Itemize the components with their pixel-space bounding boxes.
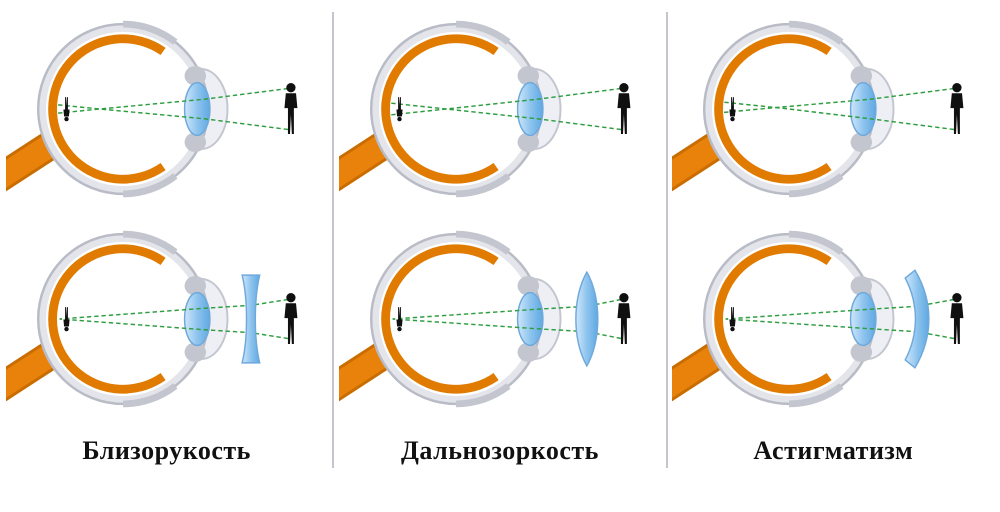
column-divider — [332, 12, 334, 468]
condition-label-hyperopia: Дальнозоркость — [401, 436, 599, 465]
condition-label-myopia: Близорукость — [82, 436, 251, 465]
person-silhouette — [950, 293, 964, 345]
hyperopia-uncorrected-diagram — [339, 10, 631, 208]
condition-label-astigmatism: Астигматизм — [753, 436, 914, 465]
astigmatism-corrected-diagram — [672, 220, 964, 418]
light-rays — [725, 298, 955, 340]
light-rays — [392, 298, 622, 340]
column-divider — [666, 12, 668, 468]
person-silhouette — [617, 293, 631, 345]
person-silhouette — [617, 83, 631, 135]
panel-myopia: Близорукость — [0, 0, 333, 512]
concave-corrective-lens — [241, 274, 261, 364]
panel-astigmatism: Астигматизм — [667, 0, 1000, 512]
person-silhouette — [284, 83, 298, 135]
panel-hyperopia: Дальнозоркость — [333, 0, 666, 512]
eye-cross-section — [6, 234, 227, 404]
eye-cross-section — [6, 24, 227, 194]
myopia-corrected-diagram — [6, 220, 298, 418]
cylindrical-corrective-lens — [904, 269, 930, 369]
hyperopia-corrected-diagram — [339, 220, 631, 418]
myopia-uncorrected-diagram — [6, 10, 298, 208]
astigmatism-uncorrected-diagram — [672, 10, 964, 208]
convex-corrective-lens — [575, 271, 599, 367]
person-silhouette — [950, 83, 964, 135]
eye-cross-section — [339, 234, 560, 404]
light-rays — [59, 298, 288, 340]
light-rays — [723, 87, 955, 131]
person-silhouette — [284, 293, 298, 345]
eye-cross-section — [672, 234, 893, 404]
